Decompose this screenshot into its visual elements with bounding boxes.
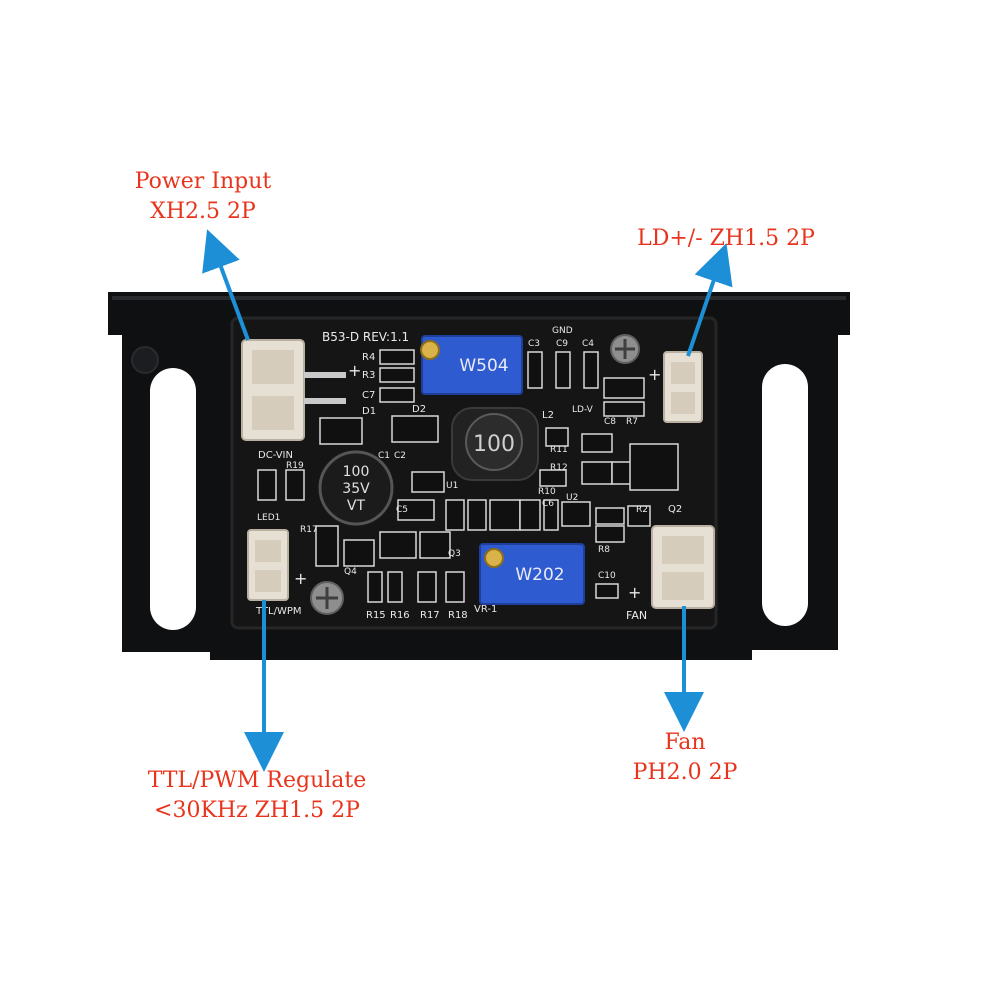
silk-designator: Q4 (344, 567, 357, 577)
silk-designator: C6 (542, 499, 554, 509)
ttl-pwm-connector-type: <30KHz ZH1.5 2P (154, 798, 360, 823)
silk-designator: R3 (362, 370, 375, 381)
capacitor-line-2: 35V (342, 481, 370, 497)
silk-fan: FAN (626, 609, 647, 622)
fan-connector (651, 525, 715, 609)
silk-designator: R10 (538, 487, 556, 497)
silk-board-rev: B53-D REV:1.1 (322, 330, 409, 344)
fan-connector-type: PH2.0 2P (632, 760, 738, 785)
silk-gnd: GND (552, 326, 573, 336)
silk-designator: R18 (448, 610, 468, 621)
smd-components (257, 349, 679, 603)
silk-ttl-pwm: TTL/WPM (255, 606, 302, 617)
silk-designator: C1 (378, 451, 390, 461)
inductor: 100 (451, 407, 539, 481)
pcb-screw-top (610, 334, 640, 364)
power-input-connector-type: XH2.5 2P (150, 199, 256, 224)
silk-designator: R4 (362, 352, 375, 363)
trimmer-top-label: W504 (459, 356, 508, 376)
silk-designator: Q2 (668, 504, 682, 515)
silk-designator: C10 (598, 571, 616, 581)
inductor-label: 100 (473, 432, 515, 457)
electrolytic-capacitor: 100 35V VT (318, 450, 394, 526)
silk-designator: L2 (542, 410, 554, 421)
trimmer-top: W504 (420, 335, 523, 395)
mounting-slot-left (150, 368, 196, 630)
trimmer-bottom: W202 (479, 543, 585, 605)
power-input-callout: Power Input XH2.5 2P (118, 167, 288, 227)
silk-led1: LED1 (257, 513, 280, 523)
silk-designator: R11 (550, 445, 568, 455)
silk-designator: R7 (626, 417, 638, 427)
pcb: W504 W202 100 100 35V VT (230, 316, 718, 630)
silk-designator: D2 (412, 404, 426, 415)
ttl-pwm-connector (247, 529, 289, 601)
silk-designator: C4 (582, 339, 594, 349)
silk-designator: Q3 (448, 549, 461, 559)
silk-designator: C7 (362, 390, 375, 401)
ttl-pwm-title: TTL/PWM Regulate (147, 768, 367, 793)
ld-title: LD+/- ZH1.5 2P (637, 226, 815, 251)
silk-designator: D1 (362, 406, 376, 417)
pcb-screw-bottom (310, 581, 344, 615)
silk-designator: R15 (366, 610, 386, 621)
silk-designator: R17 (420, 610, 440, 621)
ld-arrow (686, 243, 733, 357)
silk-designator: R17 (300, 525, 318, 535)
silk-plus-ld: + (648, 365, 661, 384)
silk-designator: R2 (636, 505, 648, 515)
ld-connector (663, 351, 703, 423)
silk-designator: C5 (396, 505, 408, 515)
fan-callout: Fan PH2.0 2P (610, 728, 760, 788)
silk-plus-fan: + (628, 583, 641, 602)
silk-designator: R8 (598, 545, 610, 555)
ld-callout: LD+/- ZH1.5 2P (610, 224, 842, 254)
silk-ld-v: LD-V (572, 405, 594, 415)
capacitor-line-3: VT (347, 498, 366, 514)
mounting-slot-right (762, 364, 808, 626)
power-input-arrow (202, 229, 250, 341)
bracket-screw-hole (131, 346, 159, 374)
fan-title: Fan (664, 730, 706, 755)
silk-vr1: VR-1 (474, 604, 497, 615)
silk-designator: C9 (556, 339, 568, 349)
trimmer-bottom-label: W202 (515, 565, 564, 585)
silk-designator: U1 (446, 481, 458, 491)
silk-designator: R12 (550, 463, 568, 473)
silk-plus-ttl: + (294, 569, 307, 588)
silk-designator: C2 (394, 451, 406, 461)
silk-designator: R19 (286, 461, 304, 471)
ttl-pwm-callout: TTL/PWM Regulate <30KHz ZH1.5 2P (128, 766, 386, 826)
silk-designator: R16 (390, 610, 410, 621)
silk-designator: C3 (528, 339, 540, 349)
silk-designator: C8 (604, 417, 616, 427)
silk-designator: U2 (566, 493, 578, 503)
power-input-connector (241, 339, 346, 441)
power-input-title: Power Input (134, 169, 272, 194)
silk-plus-power: + (348, 361, 361, 380)
capacitor-line-1: 100 (343, 464, 370, 480)
silk-dc-vin: DC-VIN (258, 450, 293, 461)
